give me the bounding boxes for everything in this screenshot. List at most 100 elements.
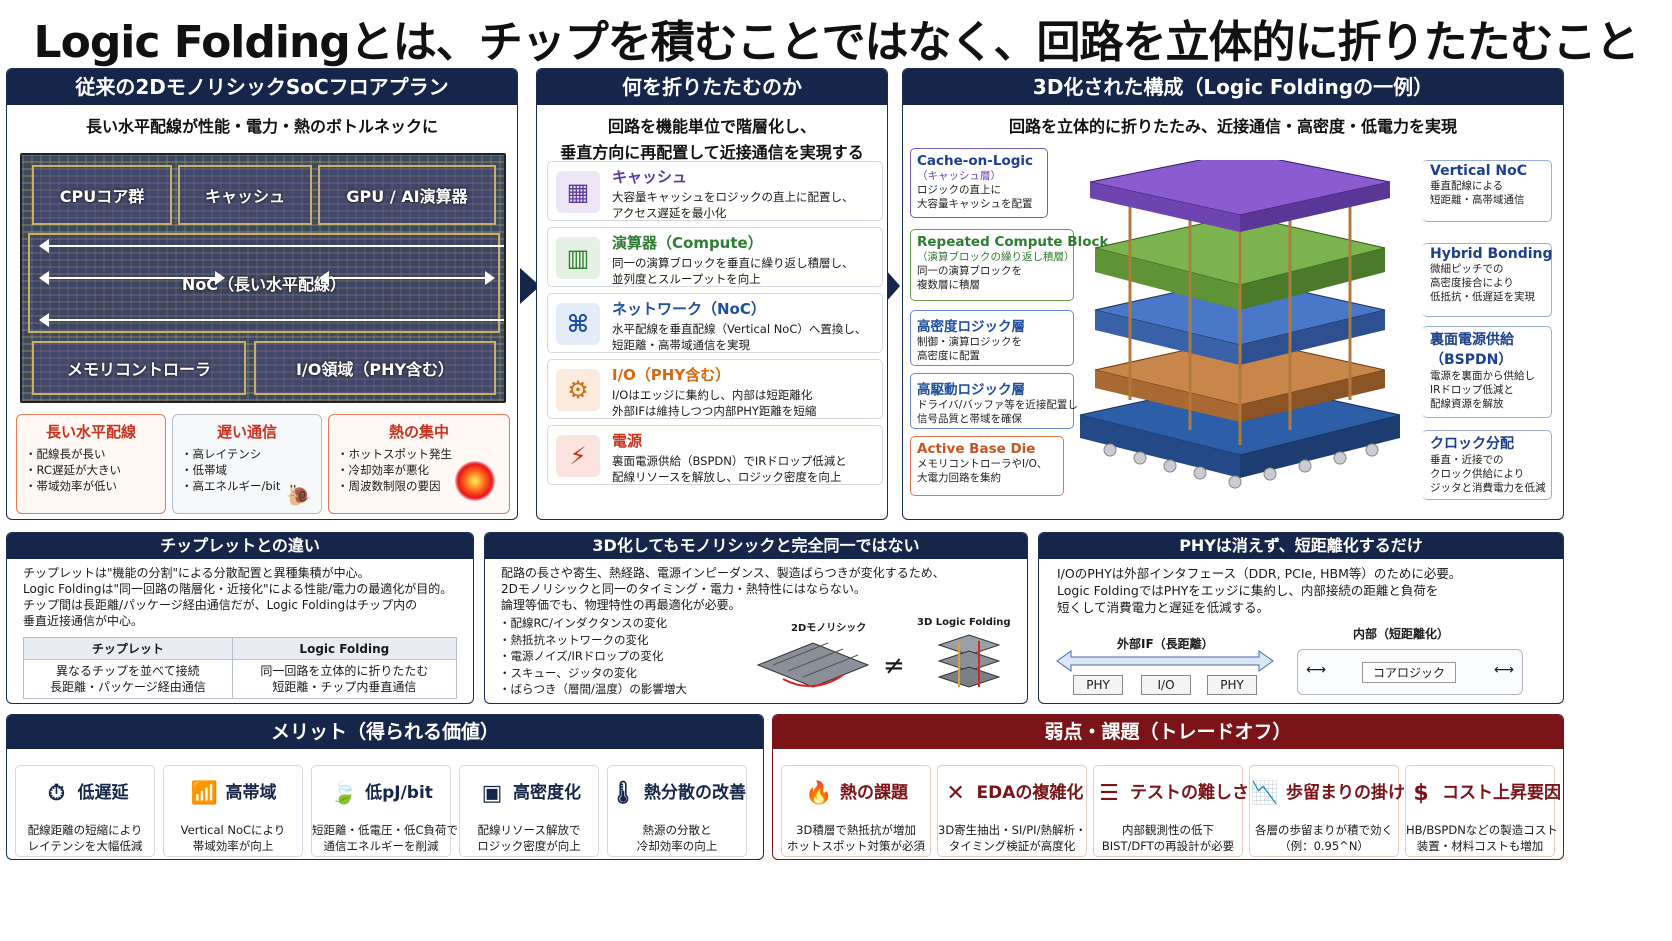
weak-card-title: 熱の課題	[840, 783, 908, 803]
cache-icon: ▦	[556, 171, 600, 213]
issue-long-wire: 長い水平配線 配線長が長いRC遅延が大きい帯域効率が低い	[16, 414, 166, 514]
label-2d: 2Dモノリシック	[791, 623, 867, 634]
weak-card-title: コスト上昇要因	[1442, 783, 1561, 803]
noc-arrow-3	[319, 271, 495, 285]
not-equal-sign: ≠	[883, 651, 905, 681]
merits-card-text: 配線距離の短縮によりレイテンシを大幅低減	[27, 822, 143, 853]
block-cache: キャッシュ	[178, 165, 312, 225]
monolithic-panel: 3D化してもモノリシックと完全同一ではない 配路の長さや寄生、熱経路、電源インピ…	[484, 532, 1028, 704]
merits-card-title: 高帯域	[225, 783, 277, 803]
noc-arrow-4	[39, 313, 504, 327]
chiplet-panel: チップレットとの違い チップレットは"機能の分割"による分散配置と異種集積が中心…	[6, 532, 474, 704]
internal-label: 内部（短距離化）	[1353, 627, 1450, 641]
io-box: I/O	[1141, 675, 1191, 695]
list-item: ・配線RC/インダクタンスの変化	[499, 616, 668, 630]
fold-header: 何を折りたたむのか	[537, 69, 887, 105]
issue-title: 熱の集中	[388, 423, 449, 441]
fold-subtitle-2: 垂直方向に再配置して近接通信を実現する	[560, 143, 864, 162]
floorplan-subtitle: 長い水平配線が性能・電力・熱のボトルネックに	[85, 117, 438, 136]
weak-card-text: 3D寄生抽出・SI/PI/熱解析・タイミング検証が高度化	[938, 822, 1087, 853]
phy-box-2: PHY	[1207, 675, 1257, 695]
merits-card: 🌡熱分散の改善熱源の分散と冷却効率の向上	[607, 765, 747, 857]
hotspot-icon	[455, 461, 495, 501]
issue-title: 長い水平配線	[45, 423, 136, 441]
block-memctrl: メモリコントローラ	[32, 341, 246, 395]
weak-card-text: 3D積層で熱抵抗が増加ホットスポット対策が必須	[787, 822, 925, 853]
phy-header: PHYは消えず、短距離化するだけ	[1039, 533, 1563, 559]
weak-card-text: HB/BSPDNなどの製造コスト装置・材料コストも増加	[1406, 822, 1558, 853]
merits-panel: メリット（得られる価値） ⏱低遅延配線距離の短縮によりレイテンシを大幅低減📶高帯…	[6, 714, 764, 860]
power-icon: ⚡	[556, 435, 600, 477]
merits-card-icon: 🍃	[330, 780, 358, 806]
issue-title: 遅い通信	[216, 423, 277, 441]
merits-card-title: 高密度化	[513, 783, 581, 803]
external-if-label: 外部IF（長距離）	[1117, 637, 1214, 651]
callout-repeated-compute: Repeated Compute Block（演算ブロックの繰り返し積層）同一の…	[910, 229, 1108, 301]
weak-card: 📉 歩留まりの掛け算各層の歩留まりが積で効く（例：0.95^N）	[1249, 765, 1422, 857]
fold-panel: 何を折りたたむのか 回路を機能単位で階層化し、 垂直方向に再配置して近接通信を実…	[536, 68, 888, 520]
stack-subtitle: 回路を立体的に折りたたみ、近接通信・高密度・低電力を実現	[1008, 117, 1457, 136]
weak-card-title: 歩留まりの掛け算	[1286, 783, 1422, 803]
weak-header: 弱点・課題（トレードオフ）	[773, 715, 1563, 749]
merits-card-title: 熱分散の改善	[644, 783, 746, 803]
weak-card-text: 各層の歩留まりが積で効く（例：0.95^N）	[1255, 822, 1393, 853]
issue-heat: 熱の集中 ホットスポット発生冷却効率が悪化周波数制限の要因	[328, 414, 510, 514]
block-gpu: GPU / AI演算器	[318, 165, 496, 225]
callout-clock: クロック分配垂直・近接でのクロック供給によりジッタと消費電力を低減	[1422, 430, 1552, 500]
merits-card-title: 低pJ/bit	[365, 783, 433, 803]
short-arrow-icon: ⟷	[1306, 662, 1327, 678]
phy-box-1: PHY	[1073, 675, 1123, 695]
weak-card-icon: 📉	[1251, 780, 1279, 806]
fold-subtitle-1: 回路を機能単位で階層化し、	[607, 117, 816, 136]
merits-card: ⏱ 低遅延配線距離の短縮によりレイテンシを大幅低減	[15, 765, 155, 857]
merits-card-title: 低遅延	[77, 783, 129, 803]
core-logic-box: ⟷ コアロジック ⟷	[1297, 649, 1523, 695]
issue-slow-comm: 遅い通信 高レイテンシ低帯域高エネルギー/bit 🐌	[172, 414, 322, 514]
list-item: ・スキュー、ジッタの変化	[499, 665, 637, 680]
fold-item-network: ⌘ ネットワーク（NoC）水平配線を垂直配線（Vertical NoC）へ置換し…	[547, 293, 883, 353]
3d-stack-illustration	[1079, 160, 1401, 489]
callout-dense-logic: 高密度ロジック層制御・演算ロジックを高密度に配置	[910, 310, 1074, 366]
block-noc: NoC（長い水平配線）	[28, 233, 500, 333]
stack-header: 3D化された構成（Logic Foldingの一例）	[903, 69, 1563, 105]
2d-chip-icon	[756, 642, 870, 688]
list-item: ・熱抵抗ネットワークの変化	[499, 632, 649, 647]
merits-card-icon: ⏱	[47, 780, 66, 806]
fold-item-compute: ▥ 演算器（Compute）同一の演算ブロックを垂直に繰り返し積層し、並列度とス…	[547, 227, 883, 287]
compute-icon: ▥	[556, 237, 600, 279]
monolithic-header: 3D化してもモノリシックと完全同一ではない	[485, 533, 1027, 559]
3d-chip-icon	[937, 634, 1001, 688]
merits-card-text: 熱源の分散と冷却効率の向上	[636, 822, 718, 853]
fold-item-power: ⚡ 電源裏面電源供給（BSPDN）でIRドロップ低減と配線リソースを解放し、ロジ…	[547, 425, 883, 485]
soc-floorplan: CPUコア群 キャッシュ GPU / AI演算器 NoC（長い水平配線） メモリ…	[20, 153, 506, 403]
snail-icon: 🐌	[286, 483, 311, 507]
fold-item-cache: ▦ キャッシュ大容量キャッシュをロジックの直上に配置し、アクセス遅延を最小化	[547, 161, 883, 221]
merits-card-text: 短距離・低電圧・低C負荷で通信エネルギーを削減	[312, 822, 459, 853]
weak-card-title: EDAの複雑化	[976, 783, 1084, 803]
core-logic-label: コアロジック	[1362, 662, 1457, 683]
weak-card-title: テストの難しさ	[1130, 783, 1249, 803]
merits-card-text: 配線リソース解放でロジック密度が向上	[477, 822, 581, 853]
merits-card: ▣高密度化配線リソース解放でロジック密度が向上	[459, 765, 599, 857]
weak-card-icon: $	[1413, 780, 1429, 806]
arrow-right-icon	[520, 268, 540, 304]
callout-cache-on-logic: Cache-on-Logic（キャッシュ層）ロジックの直上に大容量キャッシュを配…	[910, 148, 1048, 218]
short-arrow-icon: ⟷	[1493, 662, 1514, 678]
arrow-right-icon	[886, 270, 900, 302]
weak-card: $ コスト上昇要因 HB/BSPDNなどの製造コスト装置・材料コストも増加	[1405, 765, 1561, 857]
list-item: ・ばらつき（層間/温度）の影響増大	[499, 682, 687, 696]
network-icon: ⌘	[556, 303, 600, 345]
label-3d: 3D Logic Folding	[917, 617, 1011, 628]
io-icon: ⚙	[556, 369, 600, 411]
merits-header: メリット（得られる価値）	[7, 715, 763, 749]
